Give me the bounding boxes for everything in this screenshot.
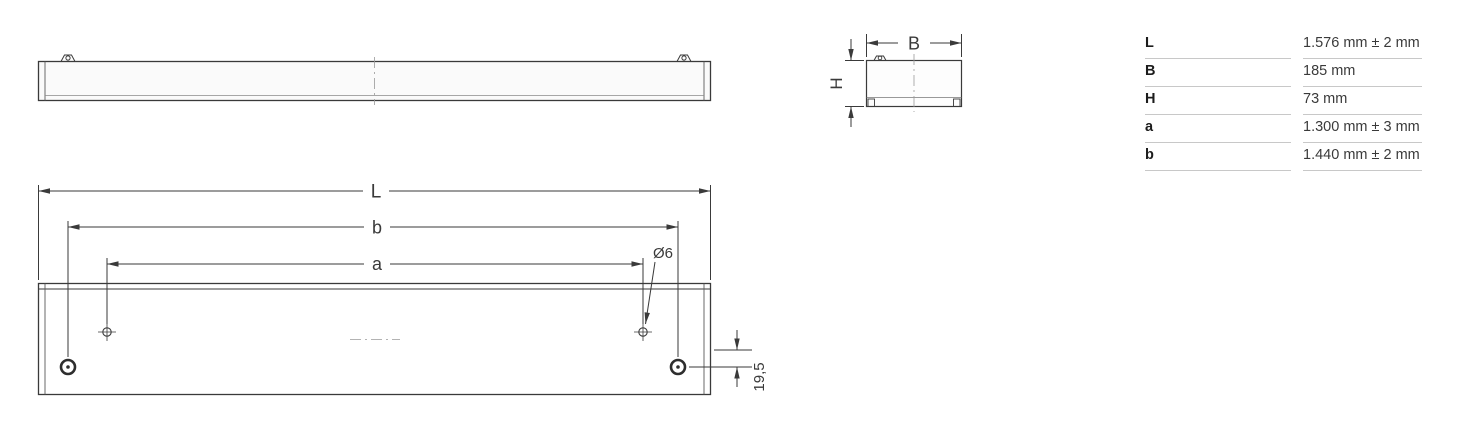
mounting-tab: [873, 55, 887, 61]
mounting-tab-left: [60, 54, 76, 62]
mounting-hole-left: [98, 323, 116, 341]
luminaire-body-bottom: [37, 282, 712, 396]
offset-dimension-label: 19,5: [751, 362, 768, 391]
end-view-drawing: [865, 54, 963, 112]
dimension-H: [845, 39, 864, 127]
dimension-a: [106, 258, 644, 324]
technical-drawing: L b a Ø6 19,5: [37, 34, 963, 396]
dimension-key: B: [1145, 59, 1291, 87]
dimension-value: 73 mm: [1303, 87, 1422, 115]
width-dimension-label: B: [908, 34, 920, 54]
dimension-key: L: [1145, 31, 1291, 59]
foot-right: [953, 98, 961, 107]
suspension-point-right: [669, 358, 687, 376]
dimension-key: b: [1145, 143, 1291, 171]
mounting-hole-right: [634, 323, 652, 341]
dimension-offset: [689, 330, 752, 387]
side-view-drawing: [37, 54, 712, 105]
dimension-value: 185 mm: [1303, 59, 1422, 87]
dimension-a-label: a: [372, 254, 383, 274]
suspension-point-left: [59, 358, 77, 376]
dimension-value: 1.576 mm ± 2 mm: [1303, 31, 1422, 59]
height-dimension-label: H: [827, 77, 846, 89]
dimension-key: H: [1145, 87, 1291, 115]
dimension-B: [866, 34, 962, 57]
dimension-value: 1.440 mm ± 2 mm: [1303, 143, 1422, 171]
hole-diameter-callout: [644, 261, 656, 325]
bottom-view-drawing: [37, 282, 712, 396]
dimension-table: L 1.576 mm ± 2 mm B 185 mm H 73 mm a 1.3…: [1145, 31, 1422, 171]
hole-diameter-label: Ø6: [653, 245, 673, 262]
dimension-value: 1.300 mm ± 3 mm: [1303, 115, 1422, 143]
dimension-b-label: b: [372, 218, 382, 238]
dimension-L: [38, 185, 711, 280]
dimension-b: [67, 221, 679, 357]
foot-left: [867, 98, 875, 107]
mounting-tab-right: [676, 54, 692, 62]
dimension-L-label: L: [371, 182, 382, 203]
dimension-key: a: [1145, 115, 1291, 143]
